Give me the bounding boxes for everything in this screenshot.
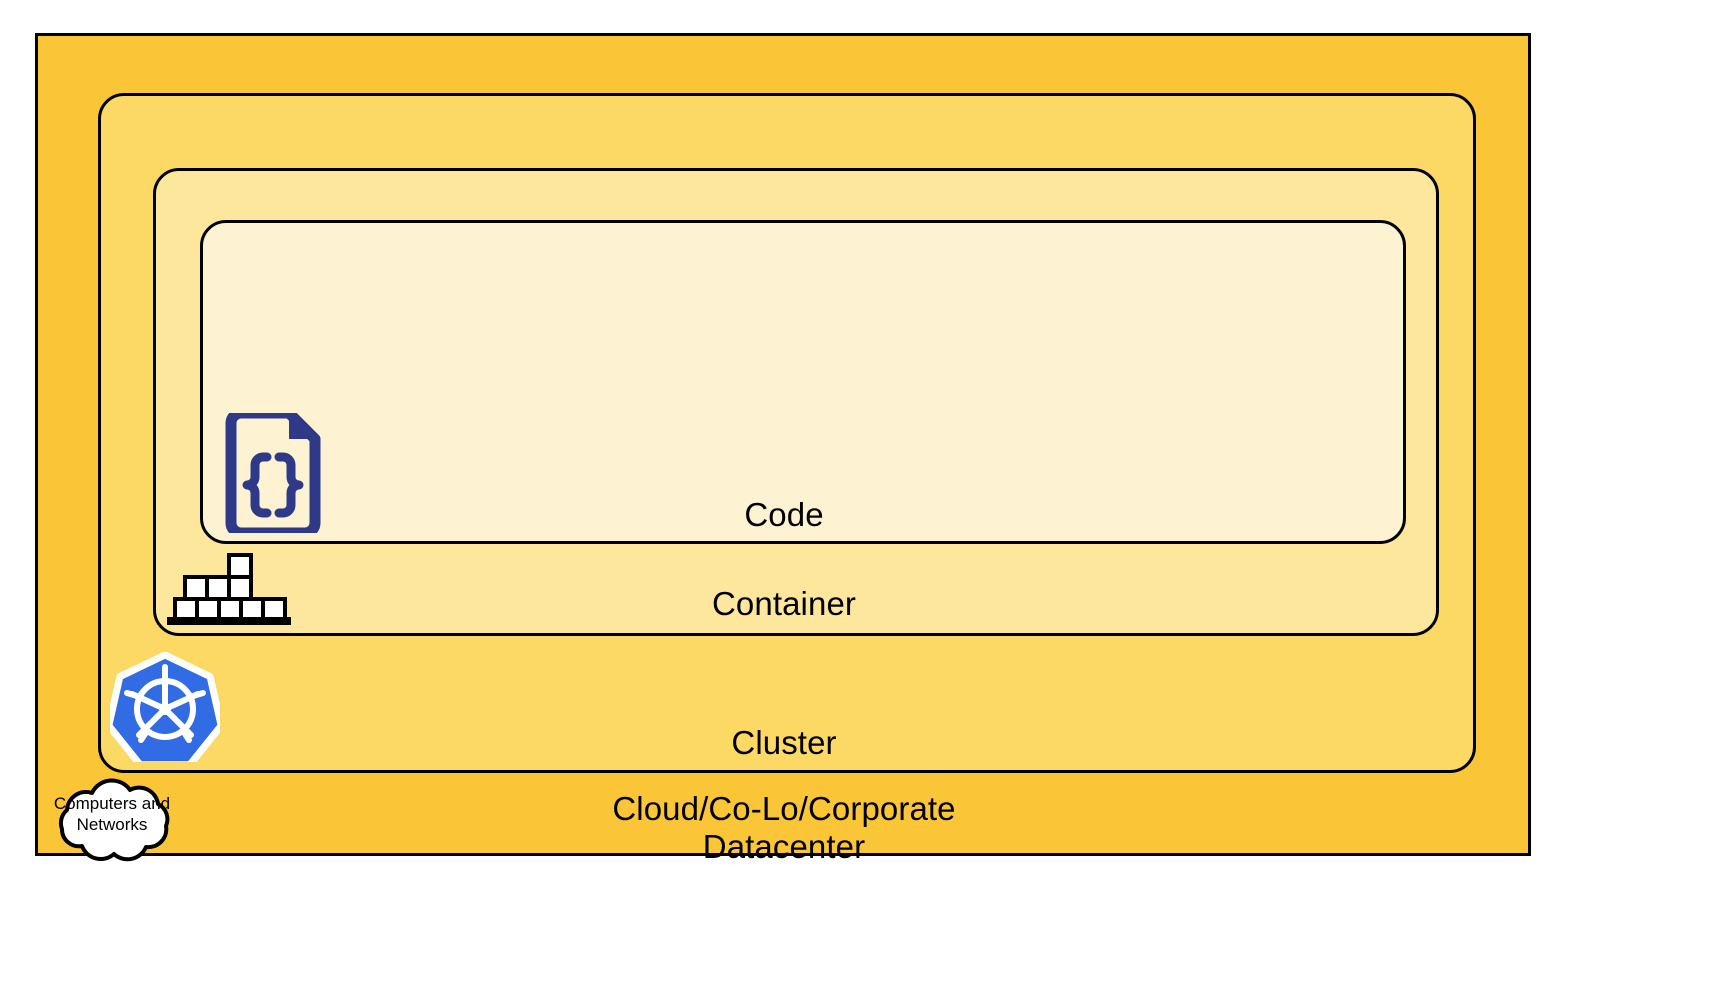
cloud-callout-shape [33, 776, 191, 862]
layer-code [200, 220, 1406, 544]
code-document-icon [219, 407, 325, 539]
kubernetes-icon [105, 651, 225, 769]
layer-label-container: Container [712, 585, 856, 622]
layer-label-cluster: Cluster [731, 724, 837, 761]
layer-label-datacenter: Cloud/Co-Lo/Corporate Datacenter [612, 790, 956, 865]
layer-label-code: Code [744, 496, 824, 533]
container-boxes-icon [167, 553, 291, 625]
